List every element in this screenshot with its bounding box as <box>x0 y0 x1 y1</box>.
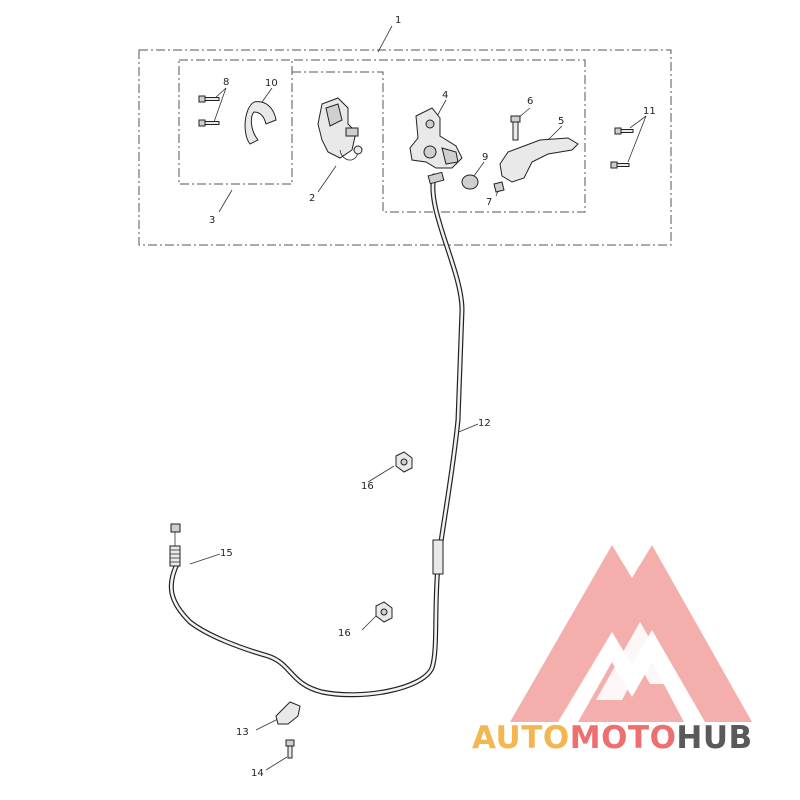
pivot-bolt-part-6 <box>510 115 521 141</box>
callout-16-lower: 16 <box>338 628 351 639</box>
assembly-box-3 <box>178 59 293 185</box>
callout-16-upper: 16 <box>361 481 374 492</box>
cable-bracket-part-13 <box>275 701 301 725</box>
callout-15: 15 <box>220 548 233 559</box>
small-nut-part-7 <box>493 181 505 193</box>
bracket-bolt-part-14 <box>285 739 295 759</box>
callout-14: 14 <box>251 768 264 779</box>
clutch-lever-part-5 <box>499 137 579 183</box>
clutch-cable-part-12 <box>168 171 465 698</box>
switch-housing-part-2 <box>317 97 363 161</box>
watermark-text-auto: AUTO <box>472 720 570 756</box>
callout-8: 8 <box>223 77 229 88</box>
cable-clip-part-16-lower <box>375 601 393 623</box>
nut-part-9 <box>461 174 479 190</box>
cable-end-part-15 <box>169 523 181 567</box>
cover-part-10 <box>244 101 277 145</box>
watermark-text: AUTOMOTOHUB <box>472 720 753 756</box>
bolts-part-8 <box>198 95 220 127</box>
watermark-text-hub: HUB <box>676 720 752 756</box>
callout-9: 9 <box>482 152 488 163</box>
callout-1: 1 <box>395 15 401 26</box>
assembly-box-2 <box>292 59 586 213</box>
watermark-logo <box>510 545 752 722</box>
watermark-text-moto: MOTO <box>570 720 677 756</box>
cable-clip-part-16-upper <box>395 451 413 473</box>
callout-12: 12 <box>478 418 491 429</box>
callout-labels: 1 2 3 4 5 6 7 8 9 10 11 12 13 14 15 16 1… <box>209 15 656 779</box>
callout-2: 2 <box>309 193 315 204</box>
assembly-boxes <box>138 49 672 246</box>
callout-3: 3 <box>209 215 215 226</box>
callout-11: 11 <box>643 106 656 117</box>
callout-10: 10 <box>265 78 278 89</box>
screws-part-11 <box>610 127 634 169</box>
callout-4: 4 <box>442 90 448 101</box>
watermark-logo-inner <box>596 622 676 700</box>
callout-5: 5 <box>558 116 564 127</box>
callout-6: 6 <box>527 96 533 107</box>
callout-7: 7 <box>486 197 492 208</box>
lever-bracket-part-4 <box>409 107 463 169</box>
watermark-logo-mark <box>510 545 752 722</box>
callout-13: 13 <box>236 727 249 738</box>
assembly-box-1 <box>138 49 672 246</box>
